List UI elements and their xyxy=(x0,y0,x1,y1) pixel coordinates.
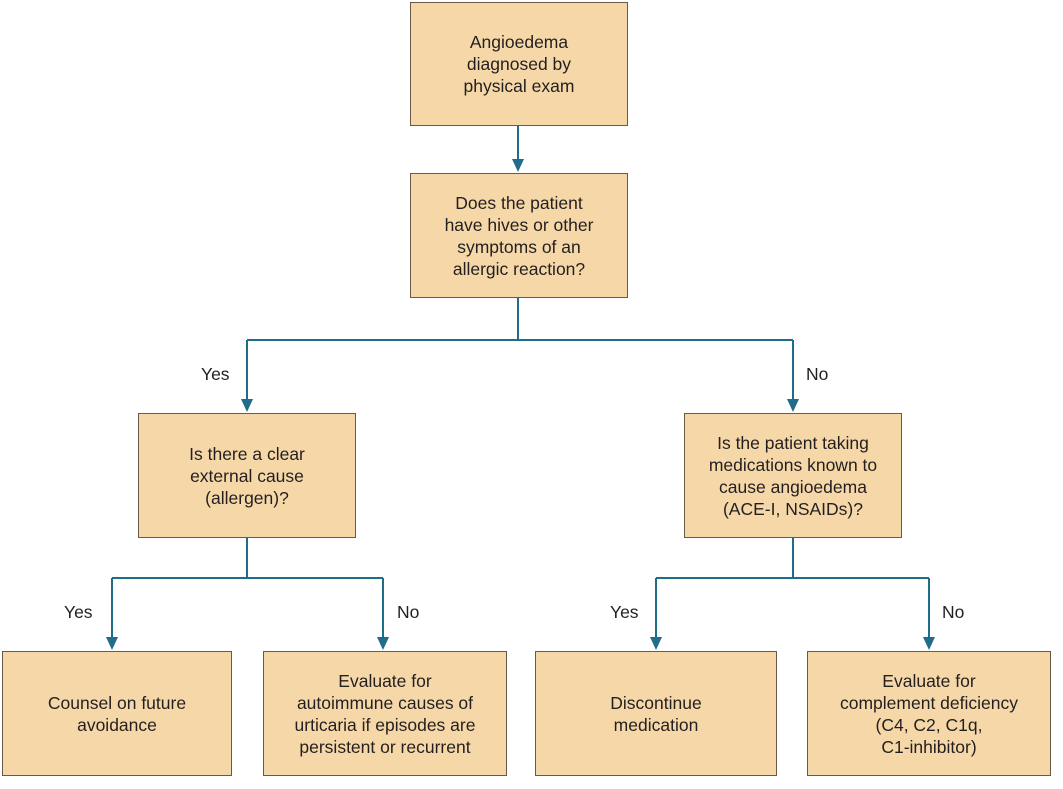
node-result-discontinue: Discontinue medication xyxy=(535,651,777,776)
arrowhead-allergic-no xyxy=(787,399,799,412)
label-allergic-yes: Yes xyxy=(201,364,230,384)
node-start: Angioedema diagnosed by physical exam xyxy=(410,2,628,126)
label-external-no: No xyxy=(397,602,420,622)
arrowhead-meds-no xyxy=(923,637,935,650)
node-result-autoimmune: Evaluate for autoimmune causes of urtica… xyxy=(263,651,507,776)
arrowhead-allergic-yes xyxy=(241,399,253,412)
label-allergic-no: No xyxy=(806,364,829,384)
arrowhead-start-to-allergic xyxy=(512,159,524,172)
node-question-allergic: Does the patient have hives or other sym… xyxy=(410,173,628,298)
arrowhead-meds-yes xyxy=(650,637,662,650)
node-question-medications: Is the patient taking medications known … xyxy=(684,413,902,538)
label-meds-yes: Yes xyxy=(610,602,639,622)
node-result-complement: Evaluate for complement deficiency (C4, … xyxy=(807,651,1051,776)
label-external-yes: Yes xyxy=(64,602,93,622)
arrowhead-external-yes xyxy=(106,637,118,650)
node-result-counsel: Counsel on future avoidance xyxy=(2,651,232,776)
node-question-external-cause: Is there a clear external cause (allerge… xyxy=(138,413,356,538)
arrowhead-external-no xyxy=(377,637,389,650)
label-meds-no: No xyxy=(942,602,965,622)
